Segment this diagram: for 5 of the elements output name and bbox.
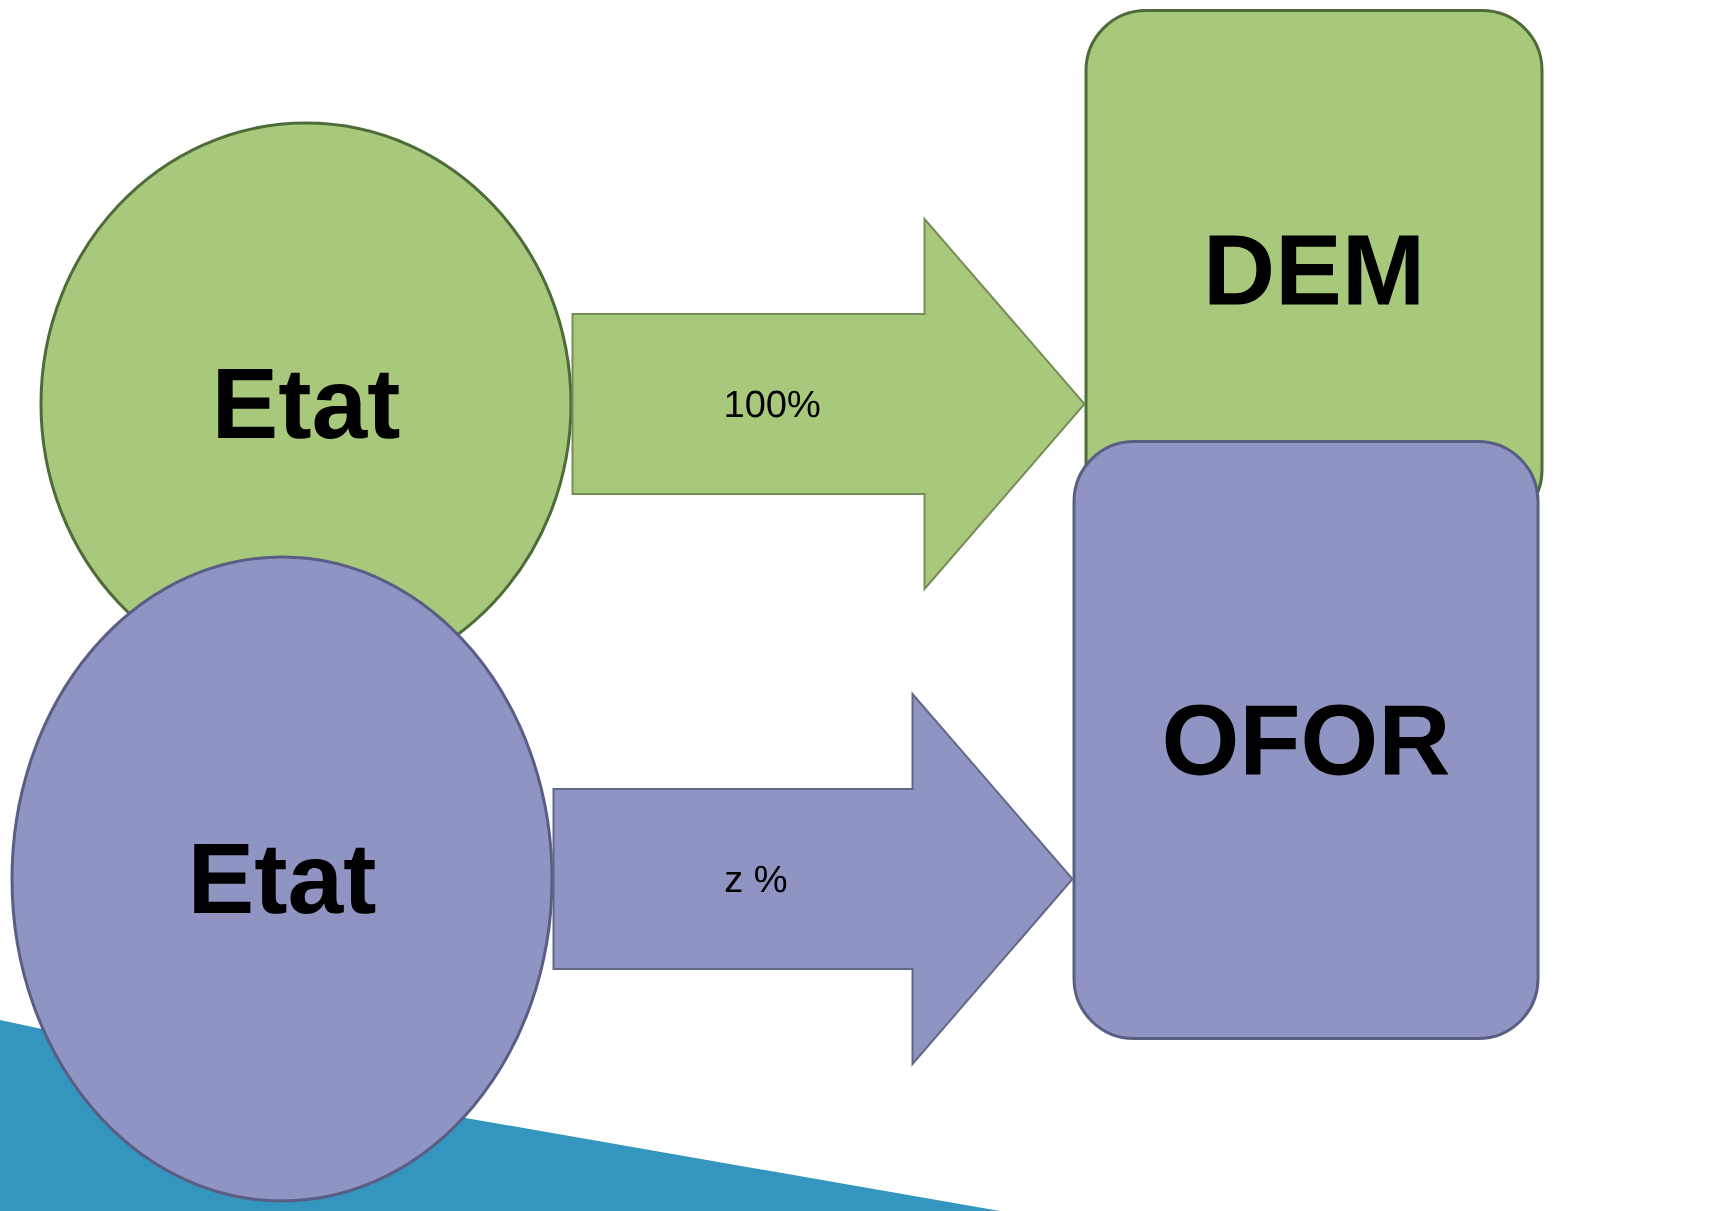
rounded-box: OFOR (1072, 440, 1540, 1040)
block-arrow (571, 216, 1086, 592)
edge-label: 100% (721, 388, 823, 420)
edge-label: z % (722, 863, 790, 895)
block-arrow (552, 691, 1074, 1067)
